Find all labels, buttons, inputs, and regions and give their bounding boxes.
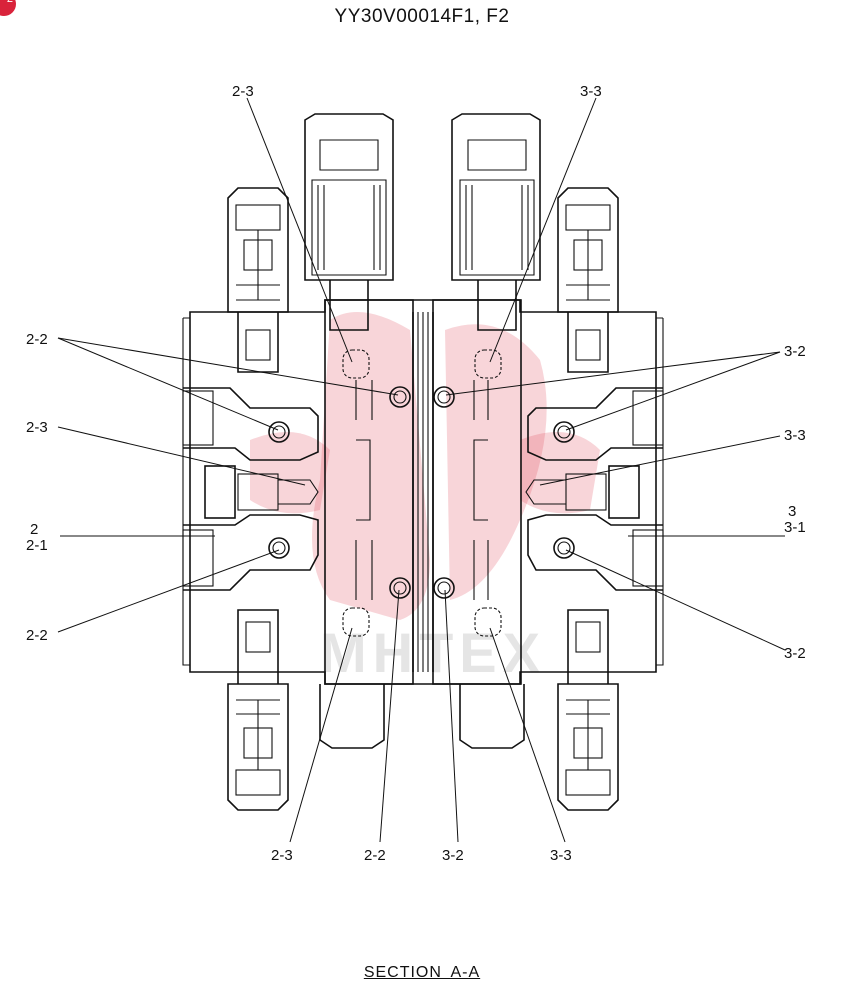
label-left-2: 2	[30, 521, 38, 538]
label-right-3: 3	[788, 503, 796, 520]
top-spool-caps	[304, 113, 541, 331]
valve-body	[182, 299, 664, 685]
watermark-logo: MHTEX	[250, 312, 600, 684]
label-bottom-2-3: 2-3	[271, 847, 293, 864]
page-badge-number: 2	[7, 0, 13, 14]
leader-lines	[57, 97, 786, 843]
right-relief-valves	[557, 187, 619, 811]
label-bottom-2-2: 2-2	[364, 847, 386, 864]
label-bottom-3-3: 3-3	[550, 847, 572, 864]
label-right-3-3: 3-3	[784, 427, 806, 444]
label-left-2-2: 2-2	[26, 331, 48, 348]
label-bottom-3-2: 3-2	[442, 847, 464, 864]
label-right-3-1: 3-1	[784, 519, 806, 536]
section-caption: SECTION A-A	[363, 964, 481, 981]
label-right-3-2: 3-2	[784, 343, 806, 360]
drawing-title: YY30V00014F1, F2	[334, 6, 510, 27]
label-left-2-2-lower: 2-2	[26, 627, 48, 644]
label-right-3-2-lower: 3-2	[784, 645, 806, 662]
watermark-text: MHTEX	[320, 621, 546, 684]
part-labels: 2-3 3-3 2-2 2-3 2 2-1 2-2 3-2 3-3 3 3-1 …	[26, 83, 806, 864]
bottom-spool-caps	[319, 684, 525, 749]
label-top-left: 2-3	[232, 83, 254, 100]
label-left-2-3: 2-3	[26, 419, 48, 436]
label-top-right: 3-3	[580, 83, 602, 100]
page-badge: 2	[0, 0, 16, 16]
spool-columns	[324, 299, 522, 685]
label-left-2-1: 2-1	[26, 537, 48, 554]
port-holes	[268, 349, 575, 637]
